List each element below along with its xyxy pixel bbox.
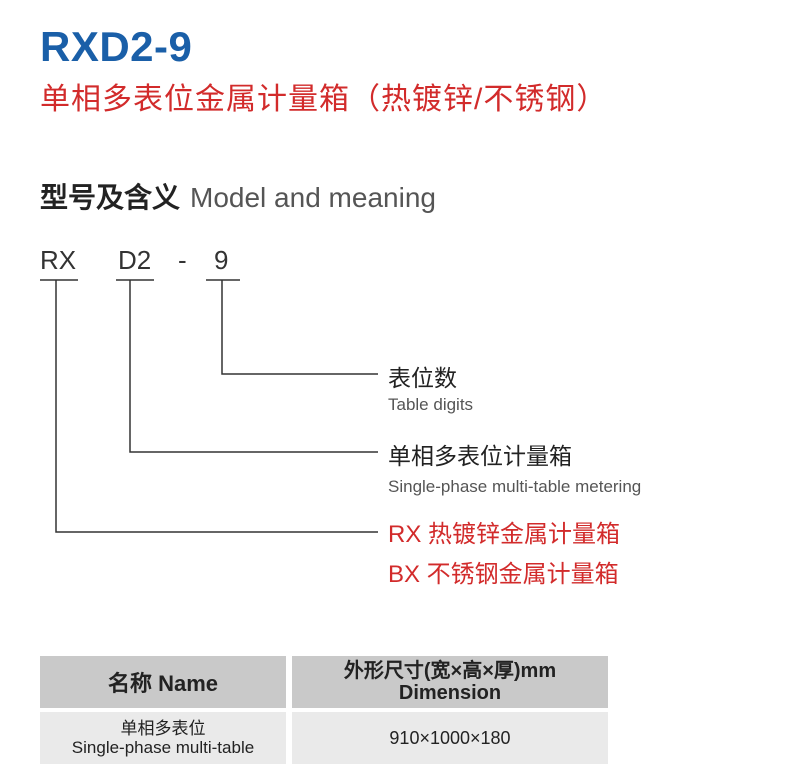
section-title-zh: 型号及含义 <box>40 182 181 213</box>
table-cell-dimension-value: 910×1000×180 <box>389 727 511 748</box>
table-cell-name-en: Single-phase multi-table <box>71 738 255 757</box>
meaning-type-zh: 单相多表位计量箱 <box>388 443 572 469</box>
table-header-name: 名称 Name <box>40 656 286 708</box>
table-header-dimension: 外形尺寸(宽×高×厚)mm Dimension <box>292 656 608 708</box>
meaning-material-bx: BX 不锈钢金属计量箱 <box>388 561 619 588</box>
meaning-type-en: Single-phase multi-table metering <box>388 477 642 496</box>
meaning-digits-en: Table digits <box>388 395 474 414</box>
table-header-dim-line1: 外形尺寸(宽×高×厚)mm <box>343 660 557 682</box>
meaning-material-rx: RX 热镀锌金属计量箱 <box>388 521 621 548</box>
table-cell-name-zh: 单相多表位 <box>120 719 206 738</box>
connector-material <box>55 280 378 533</box>
table-cell-name: 单相多表位 Single-phase multi-table <box>40 712 286 764</box>
connector-digits <box>221 280 378 375</box>
code-dash: - <box>178 245 187 275</box>
product-title: RXD2-9 <box>40 23 193 70</box>
section-heading: 型号及含义 Model and meaning <box>40 178 436 218</box>
connector-type <box>129 280 378 453</box>
section-title-en: Model and meaning <box>190 182 436 213</box>
code-part-9: 9 <box>214 245 229 275</box>
table-header-name-label: 名称 Name <box>107 671 219 696</box>
meaning-digits-zh: 表位数 <box>388 365 457 391</box>
code-part-d2: D2 <box>118 245 152 275</box>
table-cell-dimension: 910×1000×180 <box>292 712 608 764</box>
code-part-rx: RX <box>40 245 77 275</box>
product-subtitle: 单相多表位金属计量箱（热镀锌/不锈钢） <box>40 83 608 116</box>
table-header-dim-line2: Dimension <box>398 682 502 704</box>
